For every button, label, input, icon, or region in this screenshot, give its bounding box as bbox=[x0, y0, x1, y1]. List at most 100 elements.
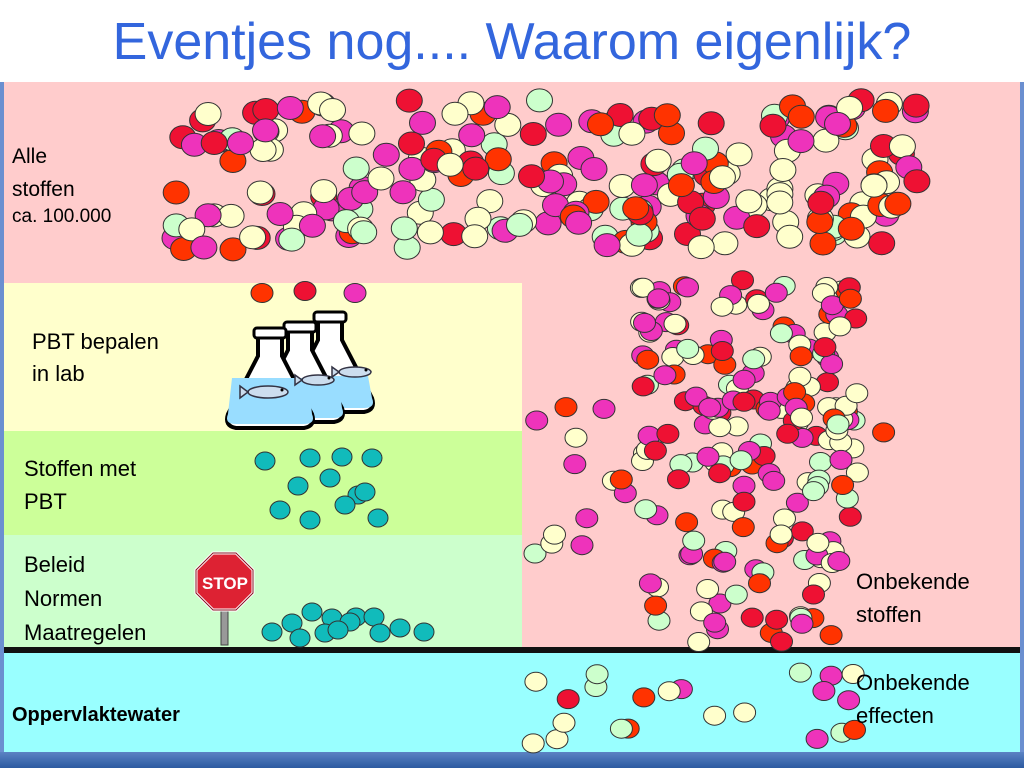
substance-dot bbox=[764, 282, 788, 303]
substance-dot bbox=[545, 112, 573, 137]
substance-dot bbox=[276, 96, 304, 120]
substance-dot bbox=[769, 158, 797, 182]
substance-dot bbox=[416, 220, 444, 245]
substance-dot bbox=[647, 288, 670, 309]
substance-dot bbox=[828, 316, 852, 337]
substance-dot bbox=[506, 212, 533, 237]
substance-dot bbox=[398, 156, 426, 181]
substance-dot bbox=[675, 512, 699, 533]
substance-dot bbox=[724, 584, 748, 605]
substance-dot bbox=[289, 628, 311, 648]
substance-dot bbox=[872, 98, 899, 123]
substance-dot bbox=[287, 476, 309, 496]
substance-dot bbox=[644, 595, 668, 616]
substance-dot bbox=[622, 196, 650, 221]
substance-dot bbox=[162, 180, 190, 205]
substance-dot bbox=[239, 225, 267, 250]
substance-dot bbox=[765, 609, 789, 630]
substance-dot bbox=[252, 118, 279, 143]
substance-dot bbox=[788, 662, 812, 683]
substance-dot bbox=[812, 681, 836, 701]
substance-dot bbox=[710, 341, 734, 361]
label-unknown-effects: Onbekende effecten bbox=[856, 670, 970, 728]
substance-dot bbox=[593, 233, 621, 258]
substance-dot bbox=[634, 499, 658, 520]
substance-dot bbox=[190, 235, 218, 260]
substance-dot bbox=[740, 607, 764, 628]
substance-dot bbox=[805, 728, 829, 749]
substance-dot bbox=[688, 206, 716, 231]
substance-dot bbox=[868, 231, 896, 256]
substance-dot bbox=[827, 551, 851, 571]
stop-sign-icon: STOP bbox=[194, 551, 255, 646]
substance-dot bbox=[554, 397, 578, 418]
substance-dot bbox=[309, 124, 337, 149]
substance-dot bbox=[219, 237, 247, 262]
substance-dot bbox=[667, 469, 690, 490]
substance-dot bbox=[524, 671, 548, 692]
substance-dot bbox=[729, 450, 753, 471]
substance-dot bbox=[254, 451, 276, 471]
substance-dot bbox=[708, 593, 732, 614]
substance-dot bbox=[703, 705, 727, 726]
substance-dot bbox=[747, 293, 770, 314]
substance-dot bbox=[826, 414, 850, 435]
substance-dot bbox=[609, 718, 633, 739]
substance-dot bbox=[389, 180, 417, 205]
substance-dot bbox=[757, 400, 781, 421]
substance-dot bbox=[350, 220, 378, 245]
substance-dot bbox=[787, 129, 815, 154]
substance-dot bbox=[824, 111, 851, 136]
substance-dot bbox=[342, 156, 370, 181]
substance-dot bbox=[618, 121, 646, 146]
fish-icon bbox=[331, 365, 372, 379]
substance-dot bbox=[687, 632, 711, 652]
substance-dot bbox=[518, 164, 545, 189]
substance-dot bbox=[838, 288, 862, 309]
substance-dot bbox=[319, 468, 341, 488]
substance-dot bbox=[436, 152, 464, 177]
substance-dot bbox=[398, 131, 425, 156]
substance-dot bbox=[845, 462, 869, 483]
substance-dot bbox=[348, 121, 376, 146]
substance-dot bbox=[633, 312, 656, 333]
substance-dot bbox=[696, 579, 720, 599]
substance-dot bbox=[636, 349, 660, 370]
substance-dot bbox=[592, 398, 616, 419]
substance-dot bbox=[521, 733, 545, 754]
substance-dot bbox=[653, 365, 677, 386]
substance-dot bbox=[523, 543, 547, 564]
substance-dot bbox=[484, 147, 512, 172]
substance-dot bbox=[653, 103, 681, 128]
bottom-bar bbox=[0, 752, 1024, 768]
substance-dot bbox=[657, 681, 681, 702]
region-pbt-substances bbox=[0, 431, 522, 535]
substance-dot bbox=[563, 454, 587, 475]
substance-dot bbox=[310, 179, 338, 204]
substance-dot bbox=[766, 190, 794, 215]
substance-dot bbox=[556, 689, 580, 710]
substance-dot bbox=[680, 151, 708, 176]
substance-dot bbox=[609, 469, 633, 490]
substance-dot bbox=[860, 173, 888, 198]
fish-icon bbox=[294, 373, 335, 387]
substance-dot bbox=[575, 508, 599, 529]
substance-dot bbox=[631, 277, 655, 298]
substance-dot bbox=[735, 189, 763, 214]
flask-icon bbox=[225, 326, 315, 430]
substance-dot bbox=[806, 532, 830, 553]
label-surface-water: Oppervlaktewater bbox=[12, 704, 180, 726]
substance-dot bbox=[769, 524, 793, 545]
substance-dot bbox=[841, 664, 865, 684]
substance-dot bbox=[293, 281, 317, 301]
substance-dot bbox=[776, 423, 800, 444]
region-policy bbox=[0, 535, 522, 650]
substance-dot bbox=[785, 492, 809, 513]
substance-dot bbox=[178, 217, 206, 242]
substance-dot bbox=[301, 602, 323, 622]
substance-dot bbox=[713, 551, 737, 572]
substance-dot bbox=[266, 202, 294, 226]
substance-dot bbox=[552, 712, 576, 733]
substance-dot bbox=[748, 573, 771, 594]
label-all-substances: Alle stoffen bbox=[12, 145, 75, 201]
